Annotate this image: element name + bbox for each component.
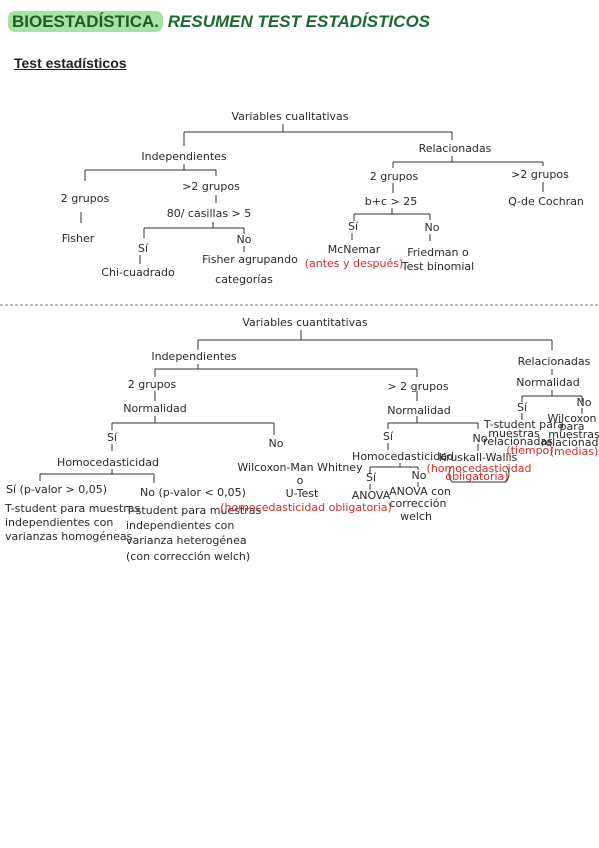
quant-wmw-note: (homocedasticidad obligatoria) bbox=[220, 501, 392, 514]
quant-tstudent-equal-line2: independientes con bbox=[5, 516, 113, 529]
quant-tstudent-equal-line1: T-student para muestras bbox=[4, 502, 140, 515]
quant-wilcoxon-line2: para bbox=[560, 420, 585, 433]
quant-homoscedasticity: Homocedasticidad bbox=[57, 456, 159, 469]
quant-gt2-normality: Normalidad bbox=[387, 404, 451, 417]
qualitative-connectors bbox=[80, 124, 544, 264]
qual-yes: Sí bbox=[138, 242, 149, 255]
qual-friedman: Friedman o bbox=[407, 246, 469, 259]
quant-wilcoxon-line4: relacionadas bbox=[541, 436, 599, 449]
quant-rel-no: No bbox=[577, 396, 592, 409]
quant-gt2-homo-no: No bbox=[412, 469, 427, 482]
quant-related: Relacionadas bbox=[518, 355, 591, 368]
quant-rel-tstudent-line1: T-student para bbox=[483, 418, 564, 431]
quant-rel-tstudent-line2: muestras bbox=[488, 427, 540, 440]
quant-rel-normality: Normalidad bbox=[516, 376, 580, 389]
quant-anova-welch-line2: corrección bbox=[389, 497, 446, 510]
quant-gt2-homoscedasticity: Homocedasticidad bbox=[352, 450, 454, 463]
quant-yes: Sí bbox=[107, 431, 118, 444]
quant-gt2-yes: Sí bbox=[383, 430, 394, 443]
qual-mcnemar-note: (antes y después) bbox=[305, 257, 404, 270]
quant-homo-yes: Sí (p-valor > 0,05) bbox=[6, 483, 107, 496]
quant-wilcoxon-mann-whitney: Wilcoxon-Man Whitney bbox=[237, 461, 363, 474]
quant-anova-welch-line3: welch bbox=[400, 510, 432, 523]
quant-more-than-two: > 2 grupos bbox=[387, 380, 448, 393]
qual-fisher-grouping-line1: Fisher agrupando bbox=[202, 253, 298, 266]
quant-tstudent-welch-line1: T-student para muestras bbox=[125, 504, 261, 517]
quant-no: No bbox=[269, 437, 284, 450]
quant-tstudent-welch-line2: independientes con bbox=[126, 519, 234, 532]
qual-fisher-grouping-line2: categorías bbox=[215, 273, 273, 286]
qual-btc-condition: b+c > 25 bbox=[365, 195, 417, 208]
qual-independent: Independientes bbox=[141, 150, 227, 163]
quant-rel-tstudent-line3: relacionadas bbox=[483, 435, 553, 448]
quantitative-tree: Variables cuantitativas Independientes R… bbox=[4, 316, 599, 563]
qualitative-tree: Variables cualitativas Independientes Re… bbox=[61, 110, 584, 286]
quant-independent: Independientes bbox=[151, 350, 237, 363]
quant-tstudent-welch-line4: (con corrección welch) bbox=[126, 550, 250, 563]
quant-homo-no: No (p-valor < 0,05) bbox=[140, 486, 246, 499]
qual-binomial: Test binomial bbox=[401, 260, 474, 273]
page-header: BIOESTADÍSTICA. RESUMEN TEST ESTADÍSTICO… bbox=[8, 11, 431, 32]
section-title: Test estadísticos bbox=[14, 55, 127, 71]
quant-root: Variables cuantitativas bbox=[242, 316, 368, 329]
qual-rel-two-groups: 2 grupos bbox=[370, 170, 419, 183]
quant-tstudent-welch-line3: varianza heterogénea bbox=[126, 534, 247, 547]
qual-two-groups: 2 grupos bbox=[61, 192, 110, 205]
qual-more-than-two-groups: >2 grupos bbox=[182, 180, 240, 193]
quant-gt2-homo-yes: Sí bbox=[366, 471, 377, 484]
qual-chi-square: Chi-cuadrado bbox=[101, 266, 175, 279]
qual-rel-more-than-two: >2 grupos bbox=[511, 168, 569, 181]
quant-wilcoxon-note: (medias) bbox=[550, 445, 599, 458]
quant-rel-yes: Sí bbox=[517, 401, 528, 414]
quant-two-groups: 2 grupos bbox=[128, 378, 177, 391]
quant-wilcoxon-line1: Wilcoxon bbox=[547, 412, 596, 425]
qual-mcnemar: McNemar bbox=[328, 243, 381, 256]
qual-related: Relacionadas bbox=[419, 142, 492, 155]
quant-gt2-no: No bbox=[473, 432, 488, 445]
quant-normality: Normalidad bbox=[123, 402, 187, 415]
qual-rel-no: No bbox=[425, 221, 440, 234]
header-highlight: BIOESTADÍSTICA. bbox=[8, 11, 164, 32]
qual-cochran: Q-de Cochran bbox=[508, 195, 584, 208]
quant-rel-tstudent-note: (tiempo) bbox=[506, 444, 553, 457]
qual-no: No bbox=[237, 233, 252, 246]
qual-rel-yes: Sí bbox=[348, 220, 359, 233]
quant-kruskal-wallis: Kruskall-Wallis bbox=[439, 451, 518, 464]
quantitative-connectors bbox=[39, 330, 583, 490]
quant-wilcoxon-line3: muestras bbox=[548, 428, 599, 441]
quant-tstudent-equal-line3: varianzas homogéneas bbox=[5, 530, 133, 543]
qual-root: Variables cualitativas bbox=[231, 110, 348, 123]
quant-anova: ANOVA bbox=[352, 489, 391, 502]
quant-kruskal-note-line1: (homocedasticidad bbox=[427, 462, 532, 475]
quant-anova-welch-line1: ANOVA con bbox=[389, 485, 451, 498]
quant-wmw-or: o bbox=[297, 474, 304, 487]
quant-kruskal-note-line2: obligatoria) bbox=[445, 470, 508, 483]
qual-fisher: Fisher bbox=[62, 232, 95, 245]
header-subtitle: RESUMEN TEST ESTADÍSTICOS bbox=[163, 12, 431, 31]
quant-u-test: U-Test bbox=[286, 487, 319, 500]
qual-cell-condition: 80/ casillas > 5 bbox=[167, 207, 252, 220]
